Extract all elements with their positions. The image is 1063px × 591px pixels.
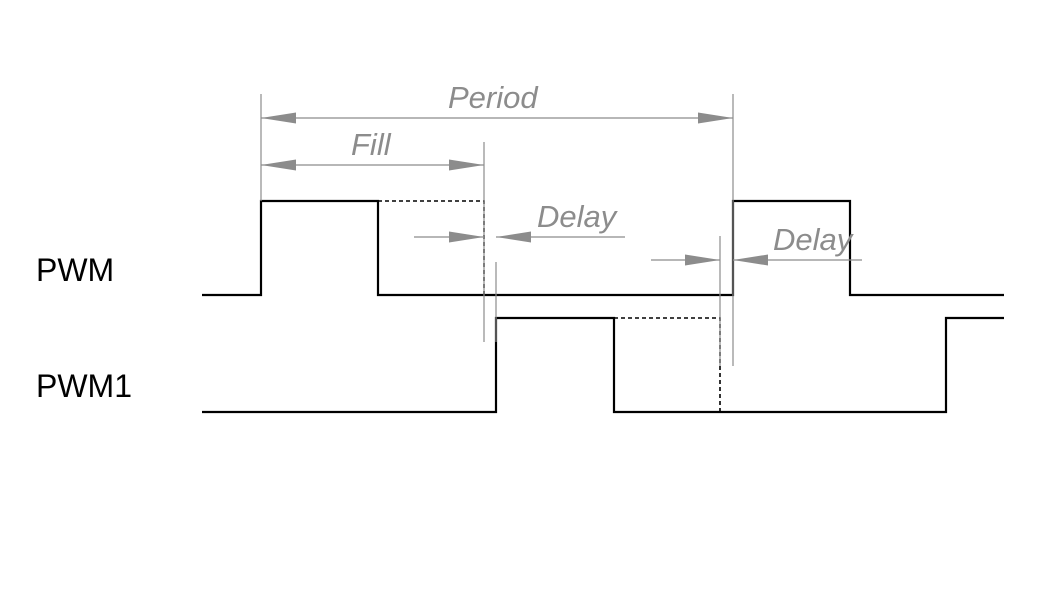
- period-label: Period: [448, 80, 539, 115]
- pwm1-waveform: [202, 316, 1004, 414]
- pwm1-signal-label: PWM1: [36, 368, 132, 404]
- delay1-arrow-left: [496, 231, 531, 243]
- fill-dimension: Fill: [261, 127, 484, 171]
- delay2-arrow-left: [733, 254, 768, 266]
- pwm-signal-label: PWM: [36, 252, 114, 288]
- delay1-dimension: Delay: [414, 199, 625, 243]
- delay2-label: Delay: [773, 222, 855, 257]
- period-arrow-right: [698, 112, 733, 124]
- fill-arrow-left: [261, 159, 296, 171]
- pwm1-dashed-extension: [614, 317, 721, 412]
- fill-label: Fill: [351, 127, 392, 162]
- pwm-fill-dashed-extension: [378, 200, 485, 295]
- period-dimension: Period: [261, 80, 733, 124]
- period-arrow-left: [261, 112, 296, 124]
- delay1-arrow-right: [449, 231, 484, 243]
- fill-arrow-right: [449, 159, 484, 171]
- delay2-arrow-right: [685, 254, 720, 266]
- delay2-dimension: Delay: [651, 222, 862, 266]
- pwm-waveform: [202, 199, 1004, 297]
- delay1-label: Delay: [537, 199, 619, 234]
